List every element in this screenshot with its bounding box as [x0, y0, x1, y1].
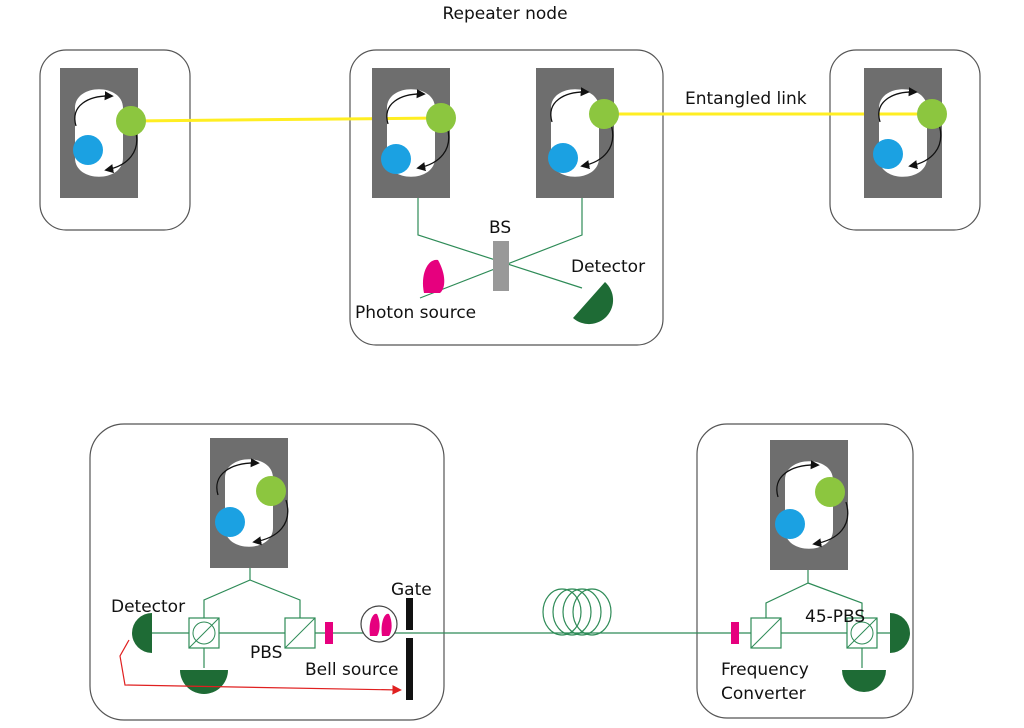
detector-label-bottom: Detector — [111, 597, 185, 617]
bottom-right-node-box — [696, 423, 914, 719]
feedback-arrow — [119, 639, 402, 695]
pbs-cube-3 — [750, 617, 782, 649]
beam-splitter — [493, 241, 509, 291]
repeater-optics — [417, 198, 614, 325]
qubit-trap-left — [60, 68, 146, 198]
converter-label: Converter — [721, 684, 806, 704]
detector-right-below-icon — [842, 670, 886, 692]
blue-qubit — [215, 507, 245, 537]
repeater-node-label: Repeater node — [442, 4, 567, 24]
pbs45-label: 45-PBS — [805, 607, 865, 627]
green-qubit — [426, 103, 456, 133]
right-end-node — [829, 49, 981, 231]
filter-magenta-left — [325, 622, 333, 644]
pbs-cube-2 — [284, 617, 316, 649]
bell-source-label: Bell source — [305, 660, 398, 680]
bottom-left-optics — [119, 568, 700, 700]
photon-source-icon — [422, 259, 445, 293]
detector-icon — [573, 282, 614, 325]
blue-qubit — [73, 135, 103, 165]
bell-source-icon — [360, 605, 398, 643]
pbs-label: PBS — [250, 643, 282, 663]
green-qubit — [917, 99, 947, 129]
photon-source-label: Photon source — [355, 303, 476, 323]
repeater-node-box — [349, 49, 664, 346]
qubit-trap-bottom-left — [210, 438, 289, 568]
blue-qubit — [775, 509, 805, 539]
pbs-45-cube — [846, 617, 878, 649]
detector-label-top: Detector — [571, 257, 645, 277]
left-end-node — [39, 49, 191, 231]
entangled-link-left — [130, 116, 442, 123]
bottom-right-optics — [700, 570, 910, 692]
fiber-coil — [542, 588, 612, 636]
gate-lower-bar — [406, 638, 413, 700]
qubit-trap-repeater-right — [536, 68, 619, 198]
qubit-trap-right — [864, 68, 947, 198]
frequency-label: Frequency — [721, 660, 809, 680]
filter-magenta-right — [731, 622, 739, 644]
gate-upper-bar — [406, 598, 413, 630]
blue-qubit — [548, 143, 578, 173]
detector-right-icon — [890, 613, 910, 653]
bs-label: BS — [489, 218, 511, 238]
gate-label: Gate — [391, 580, 432, 600]
green-qubit — [256, 476, 286, 506]
green-qubit — [815, 477, 845, 507]
green-qubit — [589, 99, 619, 129]
entangled-link-label: Entangled link — [685, 89, 807, 109]
blue-qubit — [381, 144, 411, 174]
qubit-trap-repeater-left — [372, 68, 456, 198]
detector-below-icon — [180, 670, 228, 694]
bottom-left-node-box — [89, 423, 445, 721]
blue-qubit — [873, 139, 903, 169]
pbs-cube-1 — [188, 617, 220, 649]
detector-left-icon — [132, 613, 152, 653]
green-qubit — [116, 106, 146, 136]
qubit-trap-bottom-right — [770, 440, 849, 570]
